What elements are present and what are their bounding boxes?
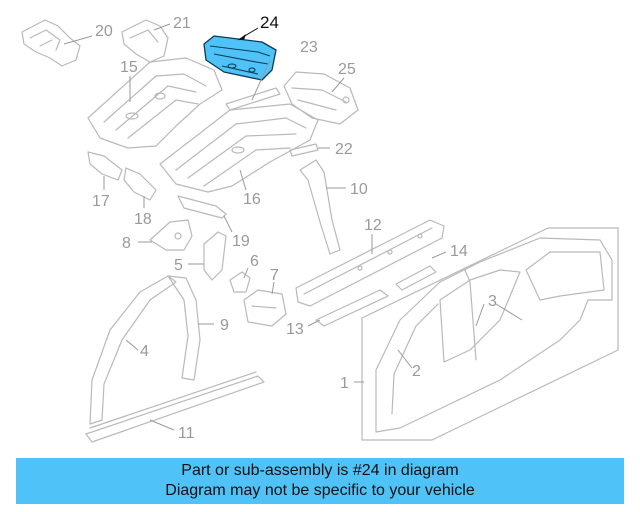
callout-16: 16 (243, 191, 261, 208)
part-10-pillar (299, 159, 341, 255)
part-16-rear-floor (159, 103, 319, 193)
callout-13: 13 (286, 321, 304, 338)
part-20-bracket (21, 19, 81, 67)
banner-line-1: Part or sub-assembly is #24 in diagram (181, 462, 459, 479)
part-19-rail (177, 195, 227, 219)
callout-7: 7 (270, 267, 279, 284)
callout-12: 12 (364, 217, 382, 234)
part-13-reinforcement (315, 289, 389, 327)
callout-5: 5 (174, 257, 183, 274)
callout-10: 10 (350, 181, 368, 198)
exploded-parts-diagram: 20 21 15 24 23 16 (21, 13, 619, 443)
callout-6: 6 (250, 253, 259, 270)
callout-8: 8 (122, 235, 131, 252)
callout-24: 24 (260, 13, 279, 32)
callout-18: 18 (134, 211, 152, 228)
banner-line-2: Diagram may not be specific to your vehi… (165, 482, 475, 499)
part-17-bracket (87, 151, 123, 181)
info-banner: Part or sub-assembly is #24 in diagram D… (16, 458, 624, 504)
callout-3: 3 (488, 293, 497, 310)
callout-2: 2 (412, 363, 421, 380)
part-22-bar (289, 143, 319, 157)
callout-19: 19 (232, 233, 250, 250)
callout-20: 20 (95, 23, 113, 40)
callout-17: 17 (92, 193, 110, 210)
part-6-clip (229, 271, 251, 293)
callout-1: 1 (340, 375, 349, 392)
callout-21: 21 (173, 15, 191, 32)
part-23-strip (225, 87, 281, 111)
part-12-side-rail (295, 219, 445, 307)
callout-14: 14 (450, 243, 468, 260)
callout-23: 23 (300, 39, 318, 56)
part-24-highlighted (203, 35, 277, 81)
callout-4: 4 (140, 343, 149, 360)
callout-11: 11 (178, 425, 195, 442)
part-1-side-panel-box (361, 227, 619, 441)
part-8-bracket (149, 219, 193, 251)
part-21-bracket (121, 19, 169, 63)
callout-15: 15 (120, 59, 138, 76)
part-7-bracket (243, 289, 287, 327)
part-14-rail (395, 265, 437, 291)
callout-9: 9 (220, 317, 229, 334)
part-15-front-floor (87, 57, 223, 149)
part-4-front-side (89, 275, 177, 425)
part-5-pillar-piece (203, 231, 227, 281)
callout-22: 22 (335, 141, 353, 158)
part-18-bracket (123, 167, 157, 201)
part-9-pillar (167, 275, 201, 381)
part-11-sill (85, 371, 265, 443)
part-25-rear-tray (283, 71, 359, 125)
callout-25: 25 (338, 61, 356, 78)
